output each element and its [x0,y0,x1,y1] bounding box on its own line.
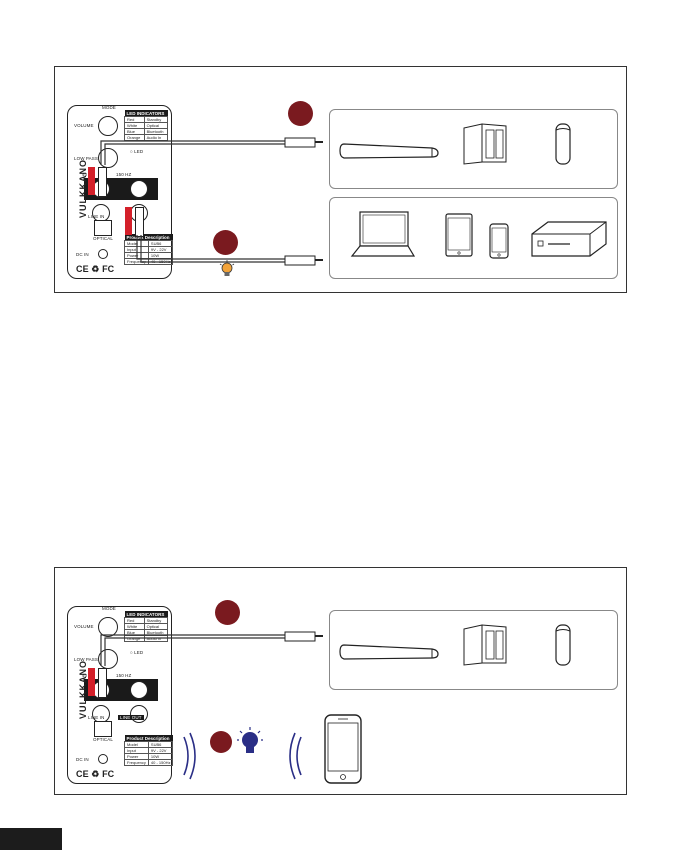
figure-wired-connection: MODE VOLUME LOW PASS 40 HZ 150 HZ ○ LED … [54,66,627,293]
optical-label: OPTICAL [93,236,113,241]
phone-icon [489,223,509,259]
led-label: ○ LED [130,650,144,655]
step-badge [215,600,240,625]
bluetooth-wave-left-icon [183,732,196,780]
dc-in-label: DC IN [76,757,89,762]
portable-speaker-icon [555,624,571,666]
product-table-title: Product Description [124,735,173,742]
volume-knob [98,617,118,637]
low-pass-knob [98,649,118,669]
tablet-icon [445,213,473,257]
page-corner-bar [0,828,62,850]
red-rca-plug [88,167,95,195]
spec-value: 40 - 150Hz [147,759,174,766]
red-rca-plug [88,668,95,696]
bluetooth-wave-right-icon [289,732,302,780]
hz-high-label: 150 HZ [116,172,132,177]
led-table-title: LED INDICATORS [124,611,168,618]
led-text: LED [134,650,144,655]
red-rca-plug [125,207,132,235]
step-badge [288,101,313,126]
figure-bluetooth-connection: MODE VOLUME LOW PASS 40 HZ 150 HZ ○ LED … [54,567,627,795]
certification-marks: CE ♻ FC [76,264,115,274]
portable-speaker-icon [555,123,571,165]
white-rca-plug [98,167,107,197]
dc-in-label: DC IN [76,252,89,257]
soundbar-icon [339,644,439,660]
smartphone-icon [324,714,362,784]
hz-high-label: 150 HZ [116,673,132,678]
led-bulb-blue-icon [237,727,263,753]
optical-port [94,220,112,236]
dvd-player-icon [531,221,607,257]
white-rca-plug [98,668,107,698]
led-row-state: Audio In [143,134,169,141]
led-label: ○ LED [130,149,144,154]
led-bulb-orange-icon [219,260,235,276]
step-badge [213,230,238,255]
low-pass-label: LOW PASS [74,657,98,662]
low-pass-knob [98,148,118,168]
source-devices-box [329,197,618,279]
line-in-label: LINE IN [88,214,105,219]
mode-label: MODE [102,105,116,110]
dc-in-port [98,754,108,764]
volume-knob [98,116,118,136]
output-devices-box [329,109,618,189]
soundbar-icon [339,143,439,159]
cable-lines [100,631,323,666]
optical-label: OPTICAL [93,737,113,742]
low-pass-label: LOW PASS [74,156,98,161]
cable-lines [100,137,323,266]
rca-jack [130,180,148,198]
speakers-icon [463,624,507,666]
product-table-title: Product Description [124,234,173,241]
volume-label: VOLUME [74,624,94,629]
mode-label: MODE [102,606,116,611]
speakers-icon [463,123,507,165]
line-out-label: LINE OUT [118,715,144,720]
optical-port [94,721,112,737]
white-rca-plug [135,207,144,237]
step-badge [210,731,232,753]
line-in-label: LINE IN [88,715,105,720]
spec-name: Frequency [124,759,149,766]
dc-in-port [98,249,108,259]
volume-label: VOLUME [74,123,94,128]
output-devices-box [329,610,618,690]
rca-jack [130,681,148,699]
led-text: LED [134,149,144,154]
laptop-icon [350,211,416,257]
led-table-title: LED INDICATORS [124,110,168,117]
certification-marks: CE ♻ FC [76,769,115,779]
